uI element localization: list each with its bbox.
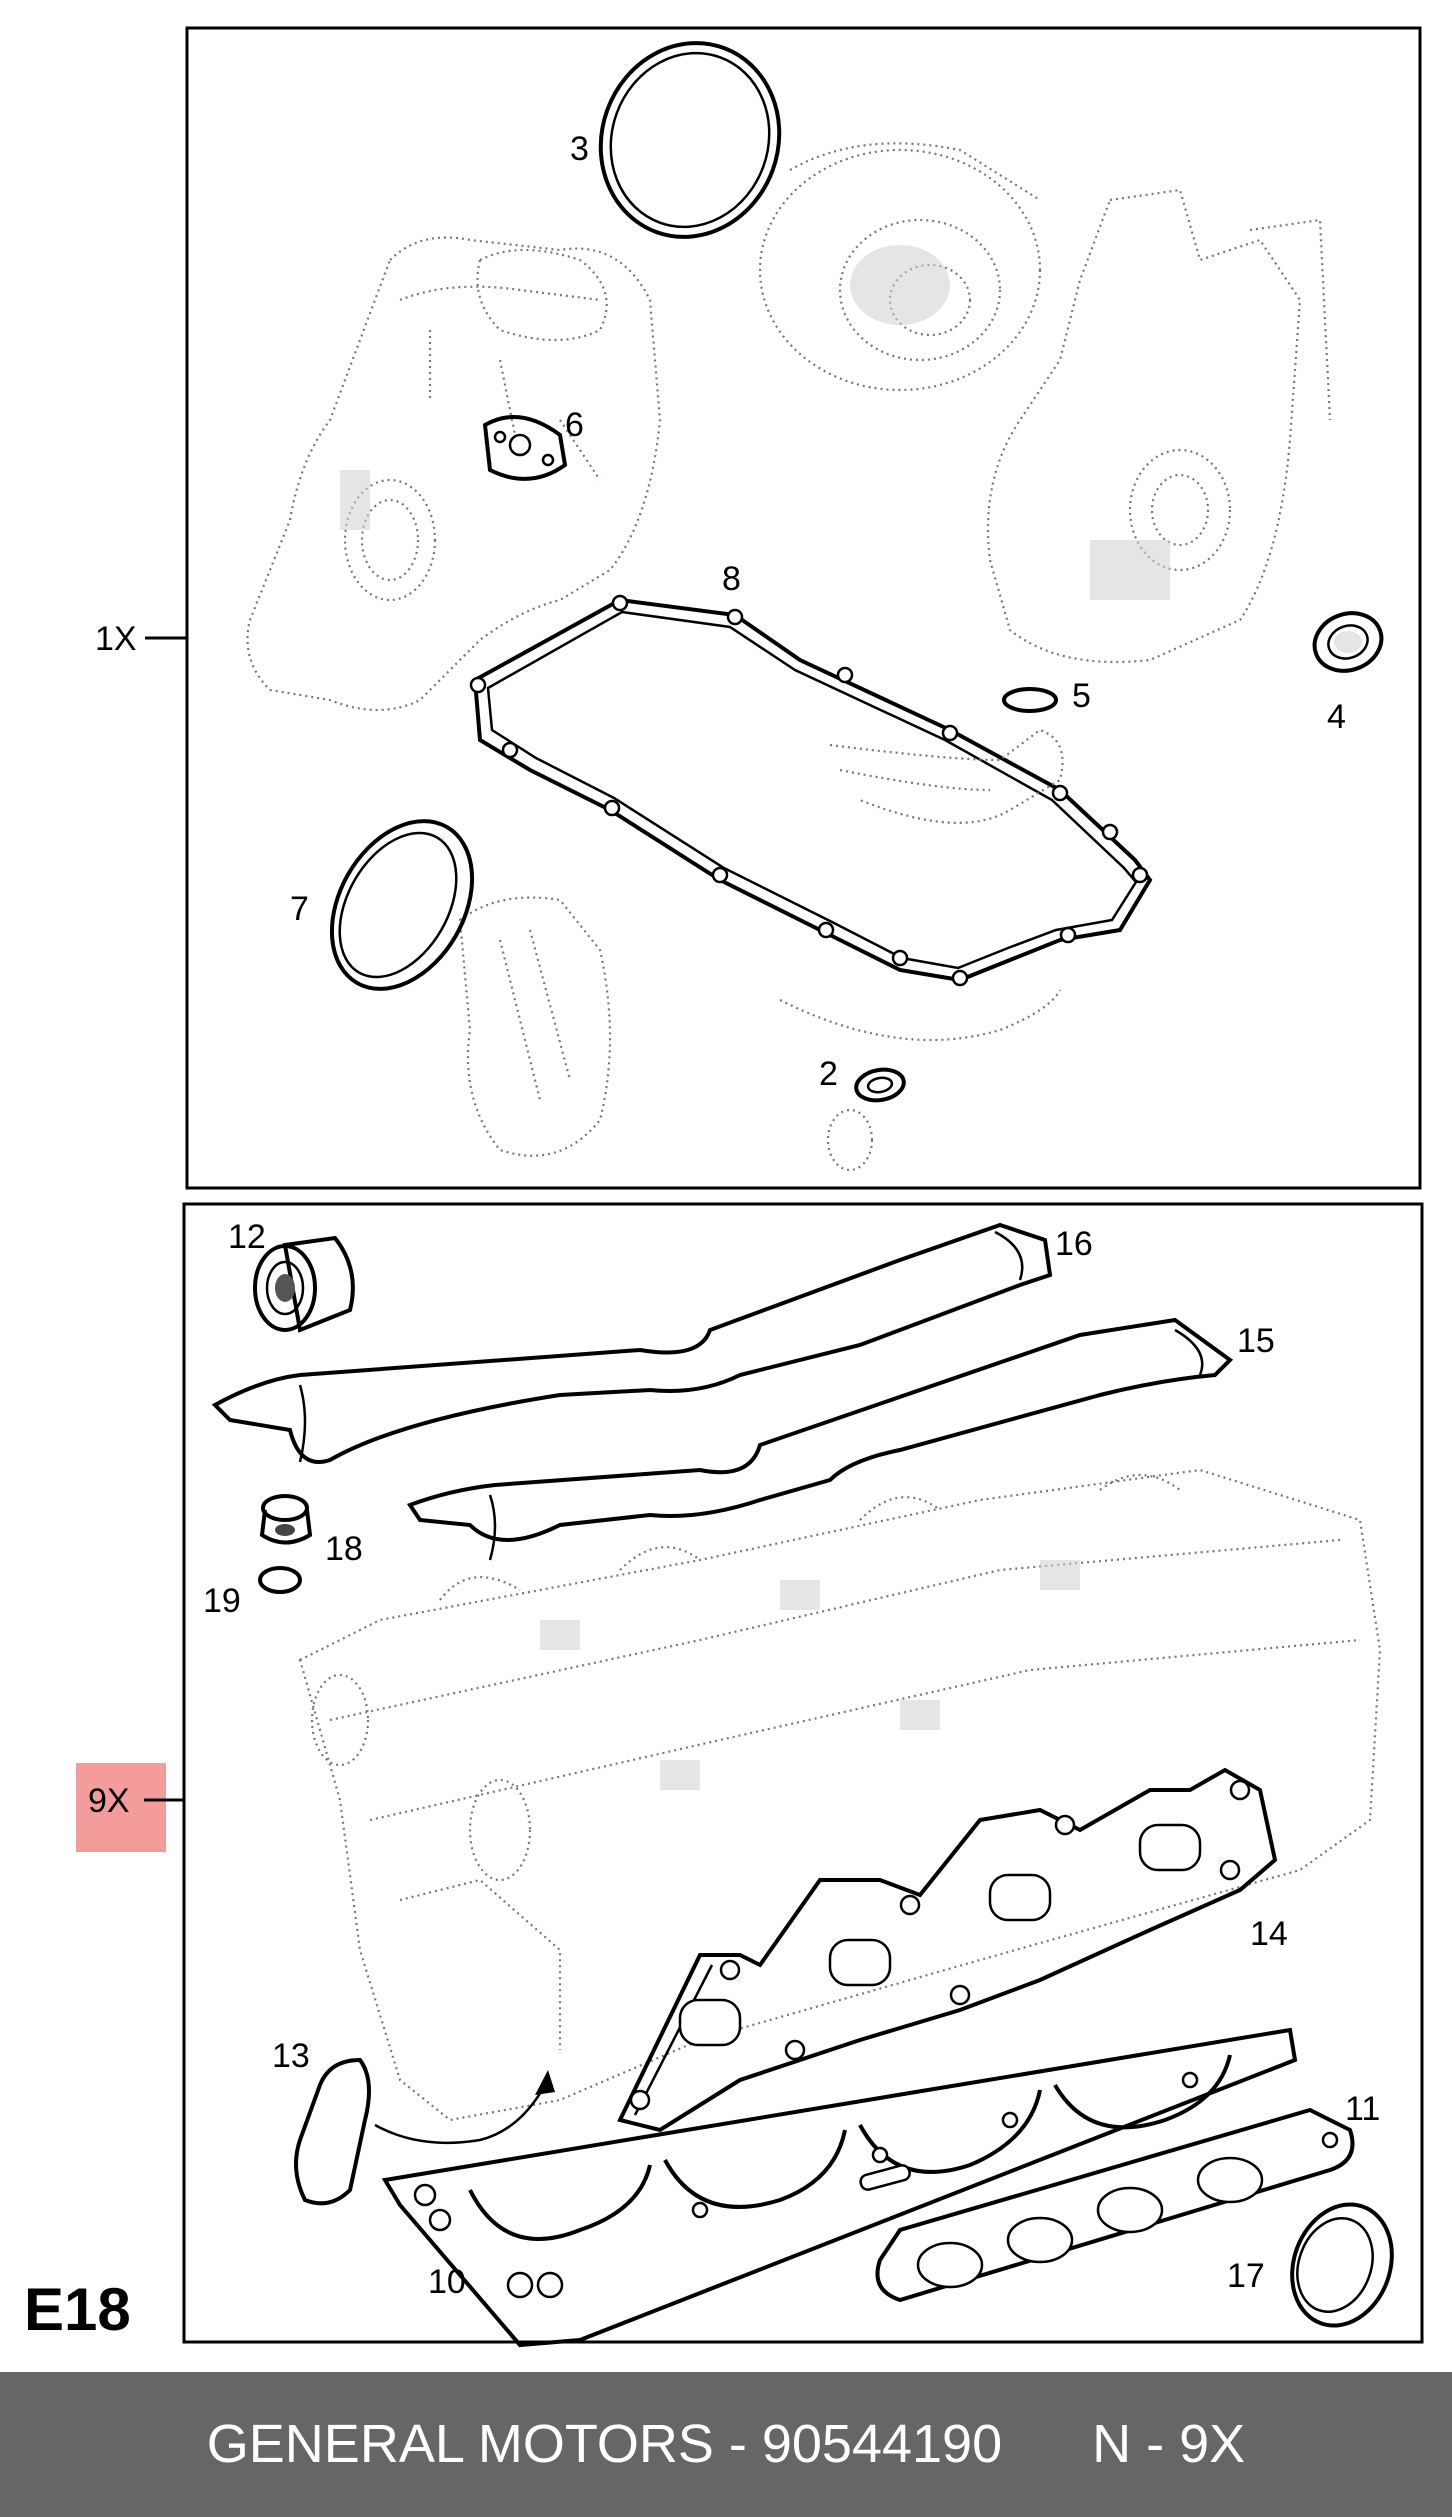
part-11-intake-manifold-gasket xyxy=(875,2107,1355,2303)
callout-10: 10 xyxy=(428,2263,466,2301)
quantity-highlight xyxy=(76,1763,166,1852)
callout-16: 16 xyxy=(1055,1225,1093,1263)
part-2-small-seal xyxy=(854,1067,906,1103)
footer-bar: GENERAL MOTORS - 90544190 N - 9X xyxy=(0,2372,1452,2517)
part-19-washer xyxy=(258,1566,302,1594)
callout-4: 4 xyxy=(1327,698,1346,736)
callout-3: 3 xyxy=(570,130,589,168)
callout-6: 6 xyxy=(565,406,584,444)
lower-panel-frame xyxy=(182,1202,1424,2344)
footer-text: GENERAL MOTORS - 90544190 N - 9X xyxy=(0,2372,1452,2517)
part-3-rear-seal-ring xyxy=(598,41,782,239)
part-14-exhaust-manifold-gasket xyxy=(617,1767,1278,2133)
part-18-grommet xyxy=(259,1494,313,1545)
part-7-crank-seal xyxy=(329,819,475,991)
part-4-small-seal xyxy=(1312,611,1384,673)
callout-15: 15 xyxy=(1237,1322,1275,1360)
part-6-flange-gasket xyxy=(482,415,568,481)
callout-14: 14 xyxy=(1250,1915,1288,1953)
upper-quantity-label: 1X xyxy=(95,620,137,658)
part-17-seal xyxy=(1290,2202,1394,2328)
upper-panel-frame xyxy=(185,26,1422,1190)
callout-13: 13 xyxy=(272,2037,310,2075)
callout-11: 11 xyxy=(1345,2090,1380,2128)
callout-2: 2 xyxy=(819,1055,838,1093)
part-13-gasket xyxy=(294,2057,555,2206)
part-15-cam-cover-gasket xyxy=(406,1317,1234,1561)
cylinder-head-ghost xyxy=(298,1468,1382,2122)
lower-quantity-label: 9X xyxy=(88,1782,130,1820)
engine-block-ghost xyxy=(246,236,662,712)
part-12-bearing xyxy=(253,1235,355,1333)
callout-5: 5 xyxy=(1072,677,1091,715)
part-16-cam-cover-gasket xyxy=(211,1222,1053,1464)
timing-cover-ghost xyxy=(986,188,1332,664)
part-5-o-ring xyxy=(1002,687,1058,713)
callout-7: 7 xyxy=(290,890,309,928)
crankshaft-ghost xyxy=(458,896,1061,1172)
footer-brand-part: GENERAL MOTORS - 90544190 xyxy=(206,2414,1003,2474)
part-10-head-gasket xyxy=(381,2027,1298,2348)
callout-12: 12 xyxy=(228,1218,266,1256)
footer-quantity: N - 9X xyxy=(1092,2414,1246,2474)
water-pump-ghost xyxy=(758,142,1042,392)
page-code: E18 xyxy=(24,2276,131,2343)
part-8-oil-pan-gasket xyxy=(469,594,1153,987)
callout-19: 19 xyxy=(203,1582,241,1620)
oil-pickup-ghost xyxy=(829,728,1064,824)
callout-17: 17 xyxy=(1227,2257,1265,2295)
callout-18: 18 xyxy=(325,1530,363,1568)
callout-8: 8 xyxy=(722,560,741,598)
